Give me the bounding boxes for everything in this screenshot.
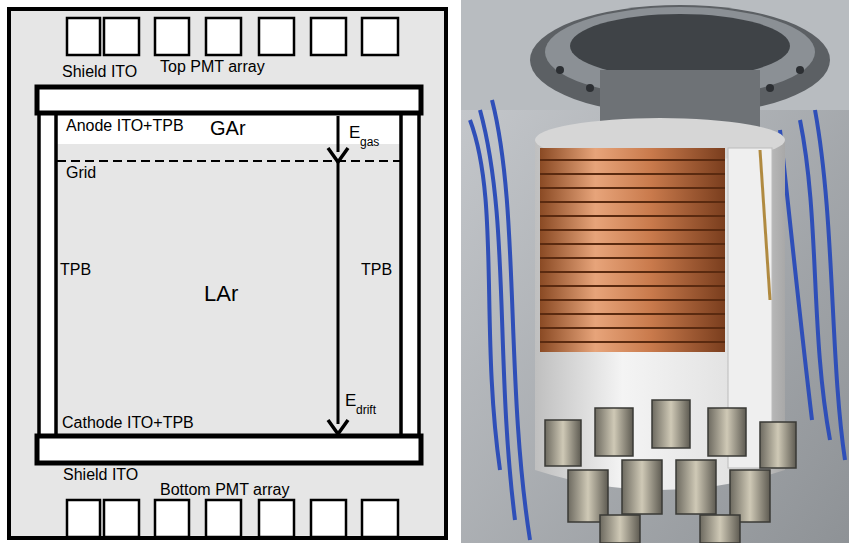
field-subscript: gas [360, 136, 379, 148]
grid-label: Grid [66, 165, 96, 181]
field-symbol: E [345, 392, 356, 409]
wall-coating-label: TPB [60, 262, 91, 278]
shield-label: Shield ITO [62, 64, 137, 80]
field-symbol: E [349, 124, 360, 141]
electrode-label: Anode ITO+TPB [66, 118, 184, 134]
field-subscript: drift [356, 404, 376, 416]
electrode-label: Cathode ITO+TPB [62, 415, 194, 431]
phase-label: LAr [204, 283, 238, 305]
pmt-array-label: Top PMT array [160, 59, 265, 75]
pmt-array-label: Bottom PMT array [160, 482, 290, 498]
wall-coating-label: TPB [361, 262, 392, 278]
phase-label: GAr [210, 118, 246, 138]
shield-label: Shield ITO [63, 467, 138, 483]
